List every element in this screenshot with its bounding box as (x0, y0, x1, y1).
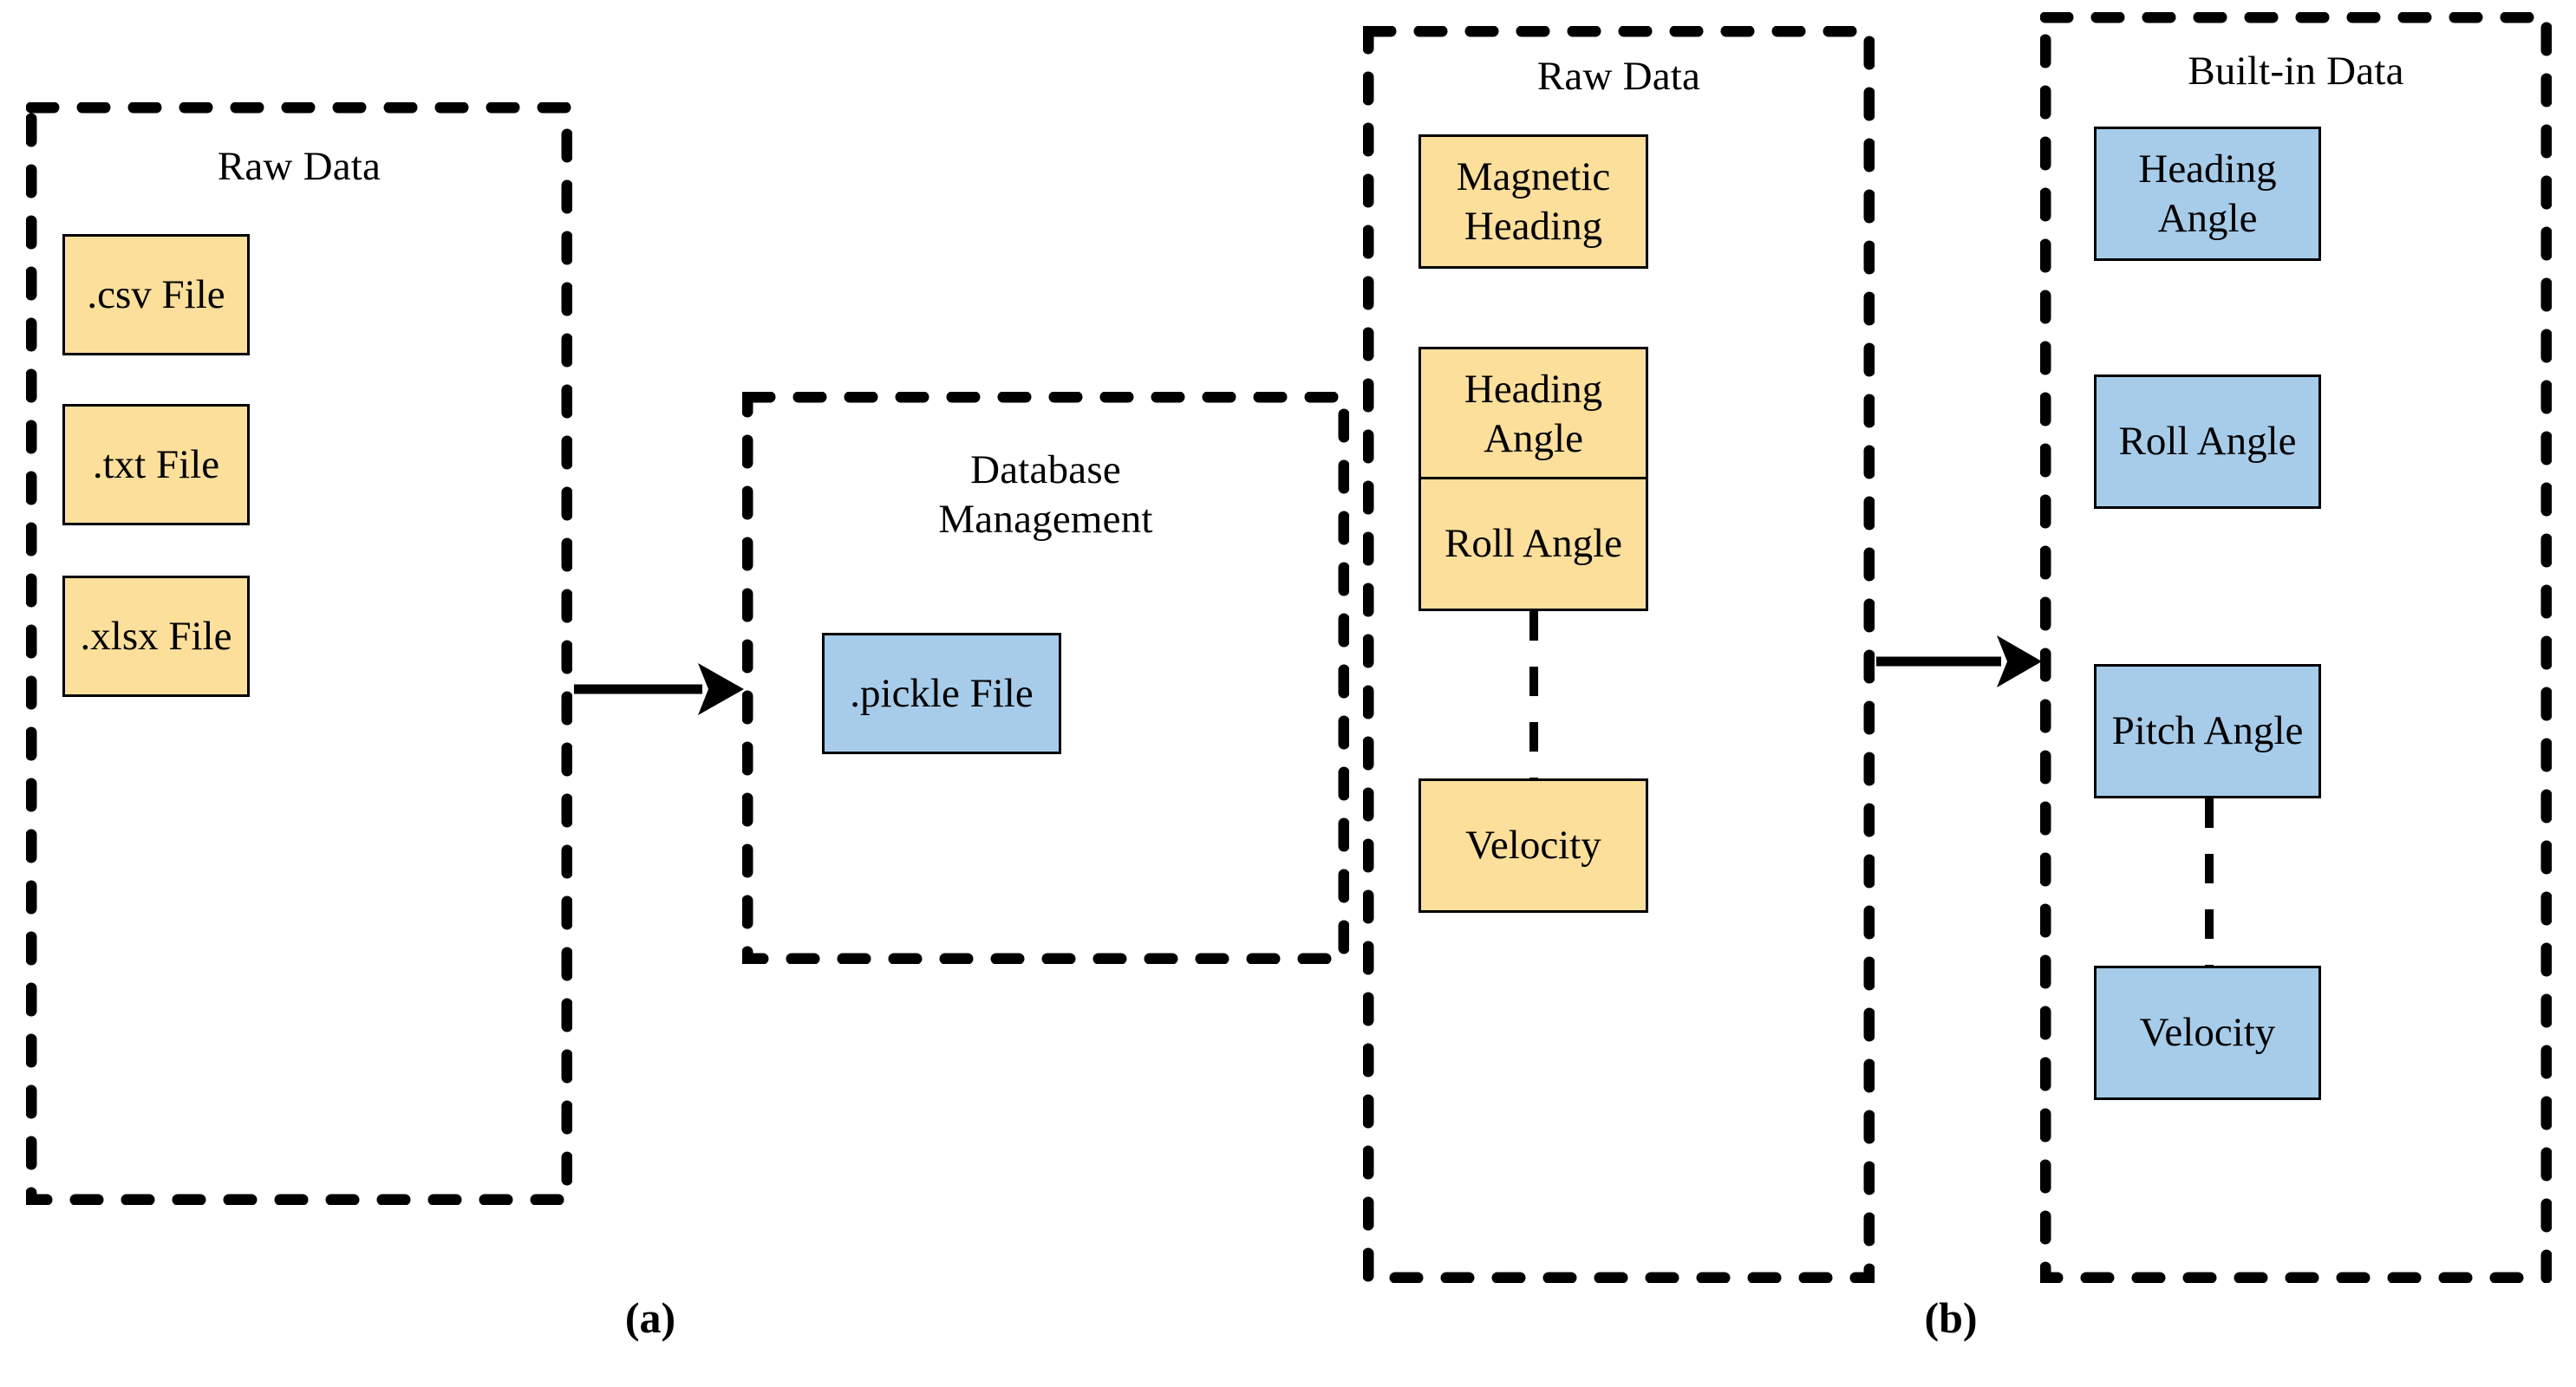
panel-database-management: Database Management .pickle File (742, 392, 1349, 964)
arrow-raw-to-database (574, 663, 744, 715)
arrow-raw-to-builtin (1876, 635, 2042, 687)
dashed-connector-pitch-to-velocity (2205, 798, 2214, 968)
item-box-magnetic-heading[interactable]: Magnetic Heading (1418, 134, 1648, 269)
panel-title-raw-data-files: Raw Data (217, 144, 382, 189)
subfigure-caption-b: (b) (1924, 1293, 1978, 1342)
item-box-roll-angle[interactable]: Roll Angle (1418, 477, 1648, 611)
item-box-heading-angle[interactable]: Heading Angle (1418, 347, 1648, 481)
item-box-pickle-file[interactable]: .pickle File (822, 633, 1061, 754)
panel-title-built-in-data: Built-in Data (2188, 49, 2404, 94)
panel-raw-data-files: Raw Data .csv File .txt File .xlsx File (26, 102, 572, 1205)
item-box-csv-file[interactable]: .csv File (62, 234, 250, 355)
item-box-roll-angle-builtin[interactable]: Roll Angle (2094, 374, 2321, 509)
item-box-txt-file[interactable]: .txt File (62, 404, 250, 525)
panel-built-in-data: Built-in Data Heading Angle Roll Angle P… (2040, 12, 2552, 1283)
dashed-connector-roll-to-velocity (1529, 611, 1538, 780)
subfigure-caption-a: (a) (624, 1293, 676, 1342)
panel-title-raw-data-signals: Raw Data (1536, 54, 1701, 99)
panel-title-database-management: Database Management (938, 447, 1153, 543)
item-box-velocity-builtin[interactable]: Velocity (2094, 966, 2321, 1100)
item-box-xlsx-file[interactable]: .xlsx File (62, 576, 250, 697)
item-box-velocity[interactable]: Velocity (1418, 778, 1648, 913)
panel-raw-data-signals: Raw Data Magnetic Heading Heading Angle … (1363, 26, 1875, 1283)
item-box-heading-angle-builtin[interactable]: Heading Angle (2094, 127, 2321, 261)
item-box-pitch-angle-builtin[interactable]: Pitch Angle (2094, 664, 2321, 798)
